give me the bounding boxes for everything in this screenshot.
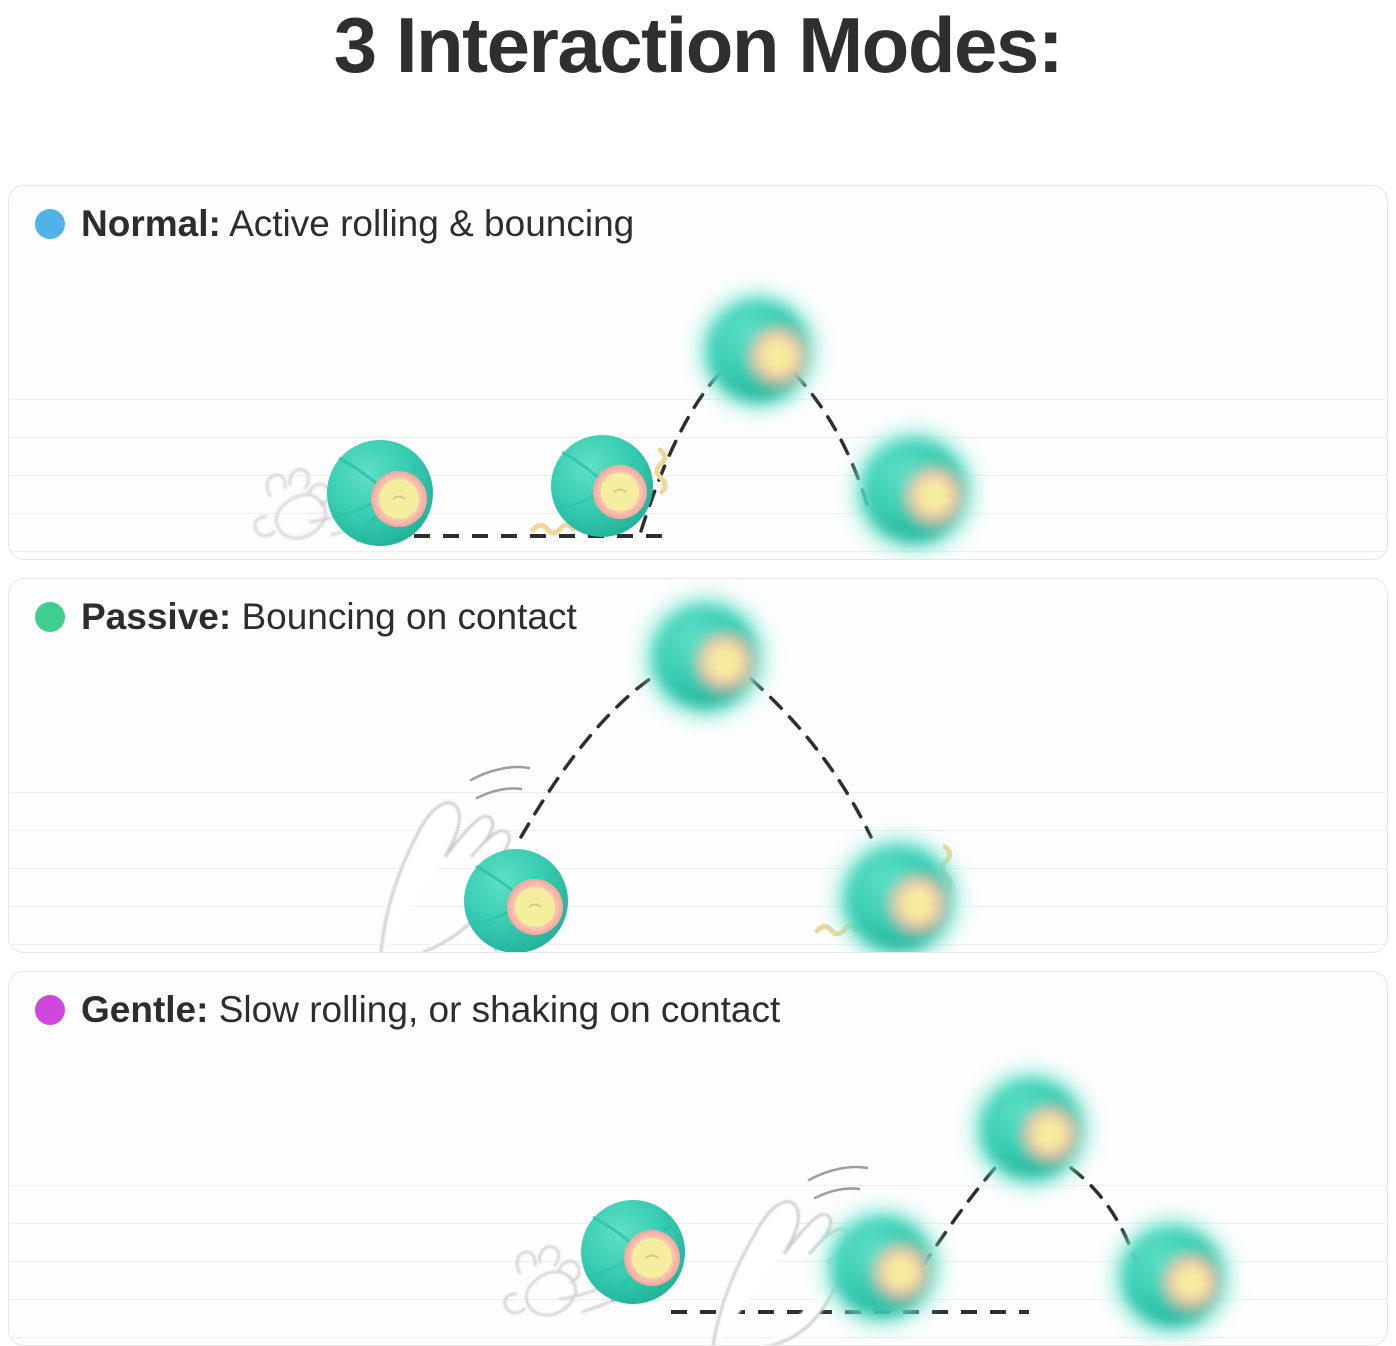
page-title: 3 Interaction Modes: [333,1,1064,89]
toy-ball-motion-blur [824,1209,940,1325]
mode-label-normal: Normal: Active rolling & bouncing [81,203,635,245]
toy-ball [464,849,568,952]
toy-ball [327,440,433,546]
mode-header-passive: Passive: Bouncing on contact [35,596,577,638]
motion-arcs [807,1165,869,1200]
mode-card-gentle: Gentle: Slow rolling, or shaking on cont… [8,971,1388,1346]
mode-description: Active rolling & bouncing [229,203,635,244]
toy-ball [581,1200,685,1304]
magenta-status-dot-icon [35,995,65,1026]
mode-card-normal: Normal: Active rolling & bouncing [8,185,1388,560]
mode-card-passive: Passive: Bouncing on contact [8,578,1388,953]
scene-passive [9,579,1387,952]
modes-list: Normal: Active rolling & bouncing [8,185,1388,1346]
mode-label-passive: Passive: Bouncing on contact [81,596,577,638]
mode-header-gentle: Gentle: Slow rolling, or shaking on cont… [35,989,781,1031]
toy-ball-motion-blur [837,838,959,952]
mode-name: Passive: [81,596,232,637]
mode-name: Normal: [81,203,221,244]
vibration-lines [530,522,576,536]
vibration-lines [654,447,668,495]
bounce-trajectory-path [905,1166,997,1292]
motion-arcs [469,765,531,800]
toy-ball-motion-blur [973,1071,1089,1187]
toy-ball-motion-blur [1114,1219,1230,1335]
mode-description: Bouncing on contact [241,596,577,637]
green-status-dot-icon [35,602,65,633]
scene-gentle [9,972,1387,1345]
mode-name: Gentle: [81,989,209,1030]
bounce-trajectory-path [639,370,723,533]
toy-ball-motion-blur [700,293,816,409]
toy-ball-motion-blur [645,597,765,717]
mode-label-gentle: Gentle: Slow rolling, or shaking on cont… [81,989,781,1031]
bounce-trajectory-path [519,672,659,839]
blue-status-dot-icon [35,209,65,240]
bounce-trajectory-path [749,677,873,839]
mode-header-normal: Normal: Active rolling & bouncing [35,203,635,245]
toy-ball-motion-blur [854,431,974,551]
toy-ball [551,435,653,537]
bounce-trajectory-path [793,372,869,506]
mode-description: Slow rolling, or shaking on contact [218,989,781,1030]
